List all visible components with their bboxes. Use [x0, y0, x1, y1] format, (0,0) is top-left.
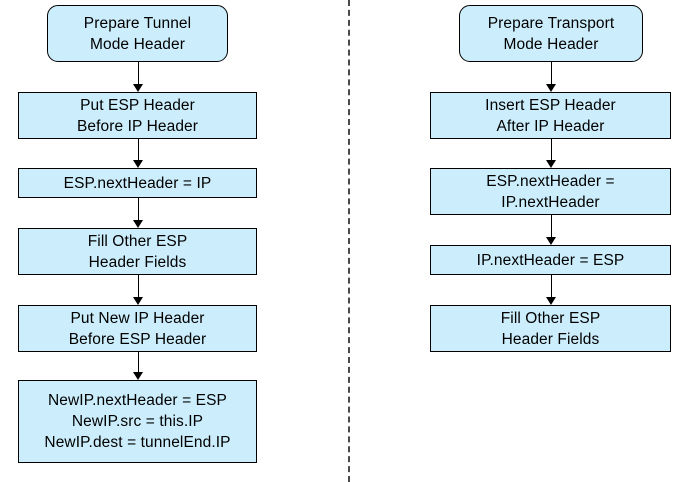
arrow-line	[137, 275, 139, 298]
flowchart-node-tunnel-fill-other-esp[interactable]: Fill Other ESP Header Fields	[18, 228, 257, 275]
node-text-line: Insert ESP Header	[485, 96, 616, 114]
node-text-line: Header Fields	[88, 253, 187, 271]
node-text-line: Fill Other ESP	[500, 309, 601, 327]
node-text-line: Before ESP Header	[68, 330, 207, 348]
node-text-line: NewIP.dest = tunnelEnd.IP	[44, 434, 231, 451]
node-text-line: Before IP Header	[76, 117, 199, 135]
arrow-head-icon	[546, 160, 556, 168]
node-text-line: NewIP.src = this.IP	[71, 413, 204, 430]
flowchart-node-transport-esp-nextheader[interactable]: ESP.nextHeader = IP.nextHeader	[430, 168, 671, 215]
flowchart-node-tunnel-esp-nextheader[interactable]: ESP.nextHeader = IP	[18, 168, 257, 198]
flow-arrow	[544, 62, 558, 92]
node-text-line: IP.nextHeader	[501, 193, 600, 211]
arrow-line	[550, 139, 552, 161]
arrow-head-icon	[133, 84, 143, 92]
arrow-head-icon	[546, 84, 556, 92]
column-divider	[348, 0, 350, 482]
node-text-line: Put New IP Header	[70, 309, 205, 327]
flow-arrow	[544, 215, 558, 245]
arrow-head-icon	[133, 220, 143, 228]
arrow-line	[550, 62, 552, 85]
flow-arrow	[131, 352, 145, 380]
arrow-line	[550, 275, 552, 298]
node-text-line: Fill Other ESP	[87, 232, 188, 250]
node-text-line: NewIP.nextHeader = ESP	[48, 392, 227, 409]
flow-arrow	[131, 62, 145, 92]
arrow-line	[137, 139, 139, 161]
flowchart-node-tunnel-newip-fields[interactable]: NewIP.nextHeader = ESP NewIP.src = this.I…	[18, 380, 257, 463]
node-text-line: Prepare Transport	[487, 14, 615, 32]
node-text-line: After IP Header	[496, 117, 605, 135]
arrow-line	[550, 215, 552, 238]
flow-arrow	[544, 275, 558, 305]
arrow-head-icon	[133, 160, 143, 168]
flow-arrow	[544, 139, 558, 168]
flow-arrow	[131, 275, 145, 305]
arrow-head-icon	[546, 297, 556, 305]
node-text-line: ESP.nextHeader =	[486, 172, 615, 190]
flow-arrow	[131, 139, 145, 168]
arrow-line	[137, 62, 139, 85]
node-text-line: IP.nextHeader = ESP	[476, 251, 625, 269]
node-text-line: ESP.nextHeader = IP	[63, 174, 212, 192]
flowchart-node-transport-fill-other-esp[interactable]: Fill Other ESP Header Fields	[430, 305, 671, 352]
node-text-line: Prepare Tunnel	[83, 14, 192, 32]
node-text-line: Mode Header	[503, 35, 599, 53]
arrow-head-icon	[133, 372, 143, 380]
arrow-head-icon	[133, 297, 143, 305]
flow-arrow	[131, 198, 145, 228]
node-text-line: Header Fields	[501, 330, 600, 348]
arrow-line	[137, 198, 139, 221]
flowchart-node-transport-ip-nextheader[interactable]: IP.nextHeader = ESP	[430, 245, 671, 275]
arrow-head-icon	[546, 237, 556, 245]
node-text-line: Put ESP Header	[80, 96, 195, 114]
node-text-line: Mode Header	[89, 35, 186, 53]
arrow-line	[137, 352, 139, 373]
